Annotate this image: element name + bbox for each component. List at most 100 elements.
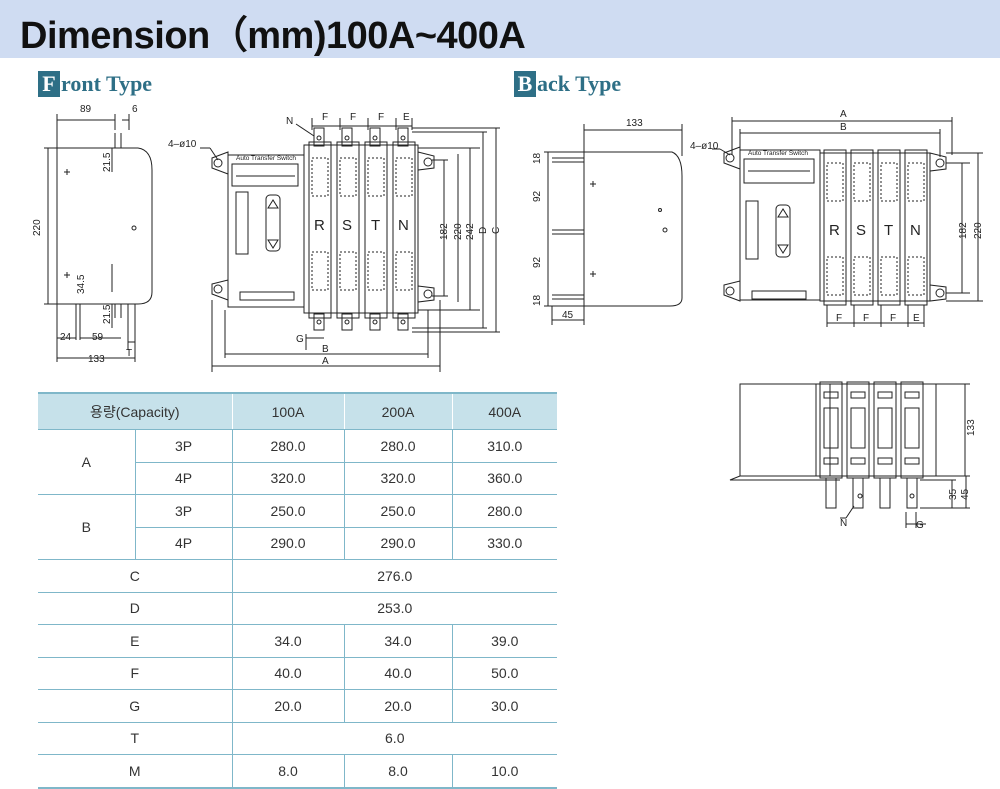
- cell: 280.0: [451, 494, 557, 528]
- row-label-m: M: [38, 754, 232, 789]
- row-label-c: C: [38, 559, 232, 593]
- row-label-g: G: [38, 689, 232, 723]
- back-dim-182: 182: [958, 222, 969, 239]
- front-dim-133: 133: [88, 354, 105, 365]
- back-dim-133: 133: [626, 118, 643, 129]
- back-side-n: N: [840, 518, 847, 529]
- front-pole-t: T: [371, 217, 380, 234]
- row-sub: 3P: [134, 429, 232, 463]
- table-row: A 3P 280.0 280.0 310.0: [38, 429, 557, 495]
- cell: 50.0: [451, 657, 557, 690]
- front-dim-g: G: [296, 334, 304, 345]
- front-dim-220b: 220: [453, 223, 464, 240]
- cell: 250.0: [231, 494, 344, 528]
- front-dim-182: 182: [439, 223, 450, 240]
- table-row: B 3P 250.0 250.0 280.0: [38, 494, 557, 560]
- cell: 290.0: [231, 527, 344, 560]
- front-n-label: N: [286, 116, 293, 127]
- back-dim-92-bottom: 92: [532, 256, 543, 268]
- back-pole-n: N: [910, 222, 921, 239]
- back-dim-18-bottom: 18: [532, 294, 543, 306]
- row-sub: 4P: [134, 527, 232, 560]
- cell: 280.0: [343, 429, 452, 463]
- front-dim-21-5-bottom: 21.5: [102, 304, 113, 324]
- front-dim-f1: F: [322, 112, 328, 123]
- page-title: Dimension（mm)100A~400A: [20, 15, 526, 57]
- cell: 34.0: [343, 624, 452, 658]
- table-row: 4P 320.0 320.0 360.0: [38, 462, 557, 495]
- back-pole-r: R: [829, 222, 840, 239]
- cell: 310.0: [451, 429, 557, 463]
- back-dim-18-top: 18: [532, 152, 543, 164]
- row-sub: 3P: [134, 494, 232, 528]
- cell: 253.0: [231, 592, 557, 625]
- front-dim-21-5-top: 21.5: [102, 152, 113, 172]
- back-hole-label: 4–ø10: [690, 141, 719, 152]
- back-type-bottom-drawing: 133 35 45 N G: [729, 381, 977, 531]
- cell: 6.0: [231, 722, 557, 755]
- front-dim-b: B: [322, 344, 329, 355]
- cell: 330.0: [451, 527, 557, 560]
- cell: 320.0: [231, 462, 344, 495]
- front-dim-t: T: [126, 348, 132, 359]
- front-pole-r: R: [314, 217, 325, 234]
- row-sub: 4P: [134, 462, 232, 495]
- header-capacity: 용량(Capacity): [38, 392, 232, 430]
- back-dim-f3: F: [890, 313, 896, 324]
- cell: 360.0: [451, 462, 557, 495]
- back-dim-45-side: 45: [960, 488, 971, 500]
- front-dim-f2: F: [350, 112, 356, 123]
- row-label-f: F: [38, 657, 232, 690]
- back-pole-s: S: [856, 222, 866, 239]
- front-dim-e: E: [403, 112, 410, 123]
- back-dim-f1: F: [836, 313, 842, 324]
- header-200a: 200A: [343, 392, 452, 430]
- row-label-b: B: [38, 494, 135, 560]
- cell: 10.0: [451, 754, 557, 789]
- back-type-title: ack Type: [537, 71, 622, 96]
- table-row: T 6.0: [38, 722, 557, 755]
- back-dim-92-top: 92: [532, 190, 543, 202]
- back-type-side-drawing: 133 18 92 92 18 45: [532, 118, 683, 325]
- back-dim-b: B: [840, 122, 847, 133]
- cell: 40.0: [343, 657, 452, 690]
- front-pole-s: S: [342, 217, 352, 234]
- row-label-d: D: [38, 592, 232, 625]
- table-row: G 20.0 20.0 30.0: [38, 689, 557, 723]
- cell: 280.0: [231, 429, 344, 463]
- front-dim-f3: F: [378, 112, 384, 123]
- front-dim-89: 89: [80, 104, 92, 115]
- table-row: 4P 290.0 290.0 330.0: [38, 527, 557, 560]
- back-side-g: G: [916, 520, 924, 531]
- header-100a: 100A: [231, 392, 344, 430]
- table-header-row: 용량(Capacity) 100A 200A 400A: [38, 392, 557, 430]
- cell: 290.0: [343, 527, 452, 560]
- back-type-front-drawing: A B 4–ø10 182 220 F F F E Auto Transfer …: [690, 109, 984, 327]
- back-dim-f2: F: [863, 313, 869, 324]
- cell: 20.0: [231, 689, 344, 723]
- front-type-title: ront Type: [61, 71, 153, 96]
- front-dim-34-5: 34.5: [76, 274, 87, 294]
- front-dim-c: C: [491, 227, 502, 234]
- cell: 30.0: [451, 689, 557, 723]
- cell: 39.0: [451, 624, 557, 658]
- row-label-a: A: [38, 429, 135, 495]
- cell: 250.0: [343, 494, 452, 528]
- front-dim-24: 24: [60, 332, 72, 343]
- table-row: F 40.0 40.0 50.0: [38, 657, 557, 690]
- dimension-table: 용량(Capacity) 100A 200A 400A A 3P 280.0 2…: [38, 392, 557, 789]
- front-dim-6: 6: [132, 104, 138, 115]
- front-type-heading: F ront Type: [38, 70, 152, 98]
- back-dim-e: E: [913, 313, 920, 324]
- table-row: D 253.0: [38, 592, 557, 625]
- front-dim-242: 242: [465, 223, 476, 240]
- cell: 20.0: [343, 689, 452, 723]
- front-pole-n: N: [398, 217, 409, 234]
- front-hole-label: 4–ø10: [168, 139, 197, 150]
- table-row: M 8.0 8.0 10.0: [38, 754, 557, 789]
- front-dim-a: A: [322, 356, 329, 367]
- cell: 40.0: [231, 657, 344, 690]
- front-dim-220: 220: [32, 219, 43, 236]
- row-label-t: T: [38, 722, 232, 755]
- cell: 320.0: [343, 462, 452, 495]
